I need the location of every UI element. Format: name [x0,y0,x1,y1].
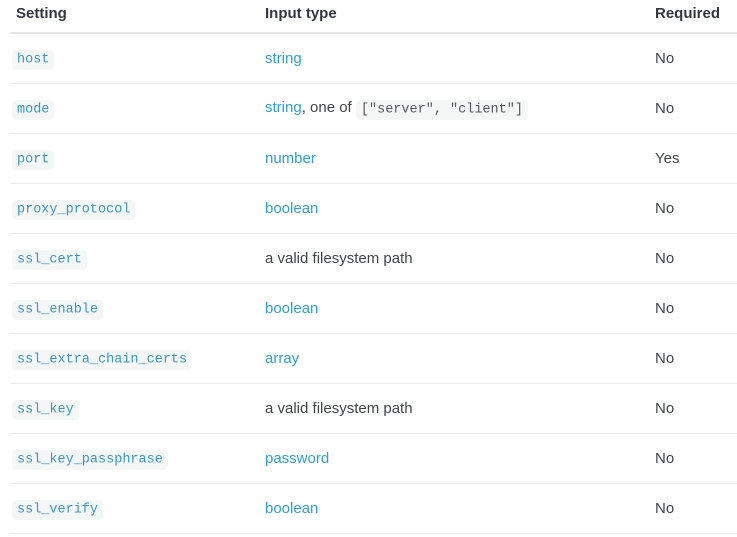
table-row: proxy_protocol boolean No [10,183,737,234]
setting-name-link[interactable]: ssl_verify [12,499,104,520]
required-cell: No [655,333,737,384]
column-header-setting: Setting [10,0,265,34]
input-type-cell: boolean [265,483,655,534]
table-row: ssl_key_passphrase password No [10,433,737,484]
input-type-link[interactable]: string [265,49,302,67]
input-type-link[interactable]: array [265,349,300,367]
input-type-link[interactable]: password [265,449,330,467]
input-type-link[interactable]: boolean [265,299,319,317]
setting-name-link[interactable]: ssl_cert [12,249,87,270]
setting-name-link[interactable]: mode [12,99,55,120]
input-type-text: , one of [301,99,356,116]
setting-cell: ssl_enable [10,283,265,334]
setting-cell: ssl_cert [10,233,265,284]
input-type-cell: boolean [265,183,655,234]
column-header-required: Required [655,0,737,34]
input-type-cell: a valid filesystem path [265,383,655,434]
input-type-cell: boolean [265,283,655,334]
input-type-cell: password [265,433,655,484]
input-type-cell: string, one of ["server", "client"] [265,83,655,134]
input-type-cell: number [265,133,655,184]
setting-name-link[interactable]: ssl_key [12,399,79,420]
required-cell: No [655,483,737,534]
setting-cell: proxy_protocol [10,183,265,234]
setting-cell: ssl_key [10,383,265,434]
table-row: port number Yes [10,133,737,184]
required-cell: Yes [655,133,737,184]
setting-cell: mode [10,83,265,134]
setting-name-link[interactable]: ssl_enable [12,299,104,320]
table-row: ssl_extra_chain_certs array No [10,333,737,384]
setting-name-link[interactable]: ssl_extra_chain_certs [12,349,193,370]
required-cell: No [655,83,737,134]
input-type-text: a valid filesystem path [265,249,413,267]
table-row: ssl_verify boolean No [10,483,737,534]
input-type-cell: string [265,33,655,84]
required-cell: No [655,433,737,484]
input-type-link[interactable]: boolean [265,499,319,517]
input-type-cell: array [265,333,655,384]
setting-name-link[interactable]: proxy_protocol [12,199,136,220]
table-row: ssl_key a valid filesystem path No [10,383,737,434]
input-type-link[interactable]: string [265,99,302,116]
setting-cell: host [10,33,265,84]
required-cell: No [655,183,737,234]
required-cell: No [655,283,737,334]
table-row: ssl_cert a valid filesystem path No [10,233,737,284]
setting-name-link[interactable]: port [12,149,55,170]
setting-cell: ssl_key_passphrase [10,433,265,484]
column-header-input-type: Input type [265,0,655,34]
input-type-link[interactable]: number [265,149,316,167]
input-type-cell: a valid filesystem path [265,233,655,284]
setting-name-link[interactable]: host [12,49,55,71]
input-type-link[interactable]: boolean [265,199,319,217]
input-type-text: a valid filesystem path [265,399,413,417]
setting-cell: ssl_extra_chain_certs [10,333,265,384]
table-header-row: Setting Input type Required [10,0,737,34]
required-cell: No [655,33,737,84]
table-row: ssl_enable boolean No [10,283,737,334]
setting-cell: ssl_verify [10,483,265,534]
required-cell: No [655,383,737,434]
setting-name-link[interactable]: ssl_key_passphrase [12,449,168,470]
setting-cell: port [10,133,265,184]
required-cell: No [655,233,737,284]
code-literal: ["server", "client"] [355,99,528,120]
table-row: host string No [10,33,737,84]
